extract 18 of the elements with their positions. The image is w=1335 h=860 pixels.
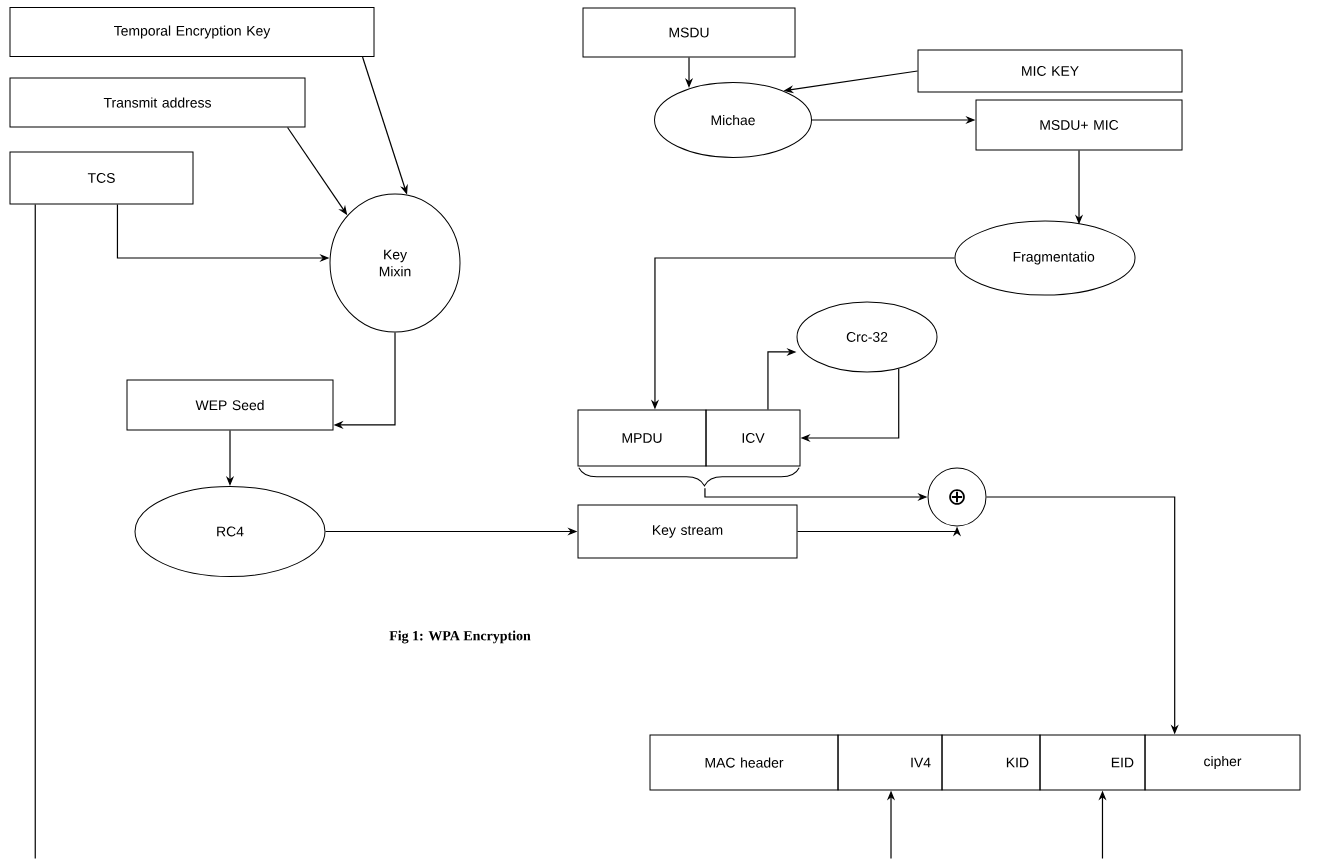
process-box: MIC KEY	[917, 49, 1183, 93]
process-box: MPDU	[577, 409, 707, 467]
process-box: ICV	[705, 409, 801, 467]
process-box: EID	[1039, 734, 1146, 791]
process-box: TCS	[9, 151, 194, 205]
process-box: Transmit address	[9, 77, 306, 128]
process-box: MSDU+ MIC	[975, 99, 1183, 151]
process-box: MAC header	[649, 734, 839, 791]
figure-caption: Fig 1: WPA Encryption	[389, 630, 531, 644]
process-box: Temporal Encryption Key	[9, 7, 375, 57]
process-box: KID	[941, 734, 1041, 791]
process-box: WEP Seed	[126, 379, 334, 431]
process-box: Key stream	[577, 504, 798, 559]
process-box: IV4	[837, 734, 943, 791]
process-box: MSDU	[582, 7, 796, 58]
connector-line	[34, 203, 36, 860]
process-box: cipher	[1144, 734, 1301, 791]
curly-brace	[578, 467, 800, 487]
